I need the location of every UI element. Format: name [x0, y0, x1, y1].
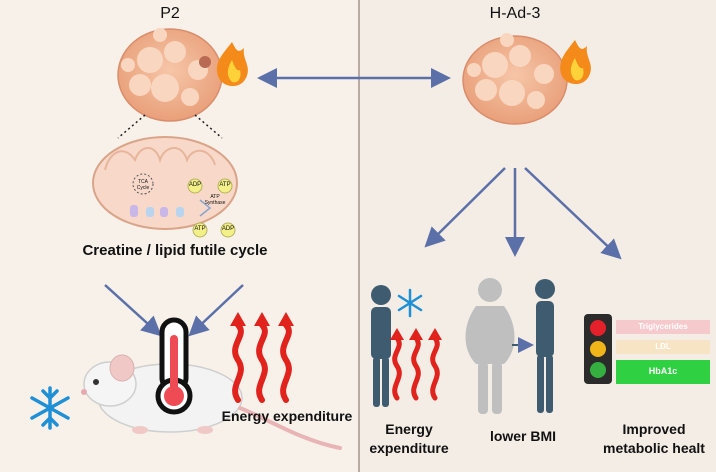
snowflake-icon	[30, 386, 70, 430]
bar-triglycerides	[616, 320, 710, 334]
left-title: P2	[160, 5, 180, 22]
mitochondrion-diagram	[92, 136, 238, 238]
panel-divider	[358, 0, 360, 472]
ldl-label: LDL	[655, 342, 671, 351]
overweight-person-icon	[465, 278, 515, 414]
energy-expenditure-label-right: Energy expenditure	[369, 421, 449, 456]
traffic-light-icon	[584, 314, 612, 384]
mouse-illustration	[81, 354, 342, 450]
fat-cell-right	[462, 33, 568, 125]
triglycerides-label: Triglycerides	[638, 322, 688, 331]
metabolic-health-label: Improved metabolic healt	[603, 421, 705, 456]
lower-bmi-label: lower BMI	[489, 428, 557, 444]
bar-hba1c	[616, 360, 710, 384]
atp-synthase-label: ATP Synthase	[204, 194, 226, 206]
person-icon	[371, 285, 391, 407]
energy-expenditure-label-left: Energy expenditure	[221, 408, 353, 424]
heat-waves-icon	[232, 322, 292, 403]
fat-cell-left	[117, 28, 223, 122]
atp-label: ATP	[219, 182, 231, 188]
adp-label: ADP	[188, 182, 202, 188]
heat-waves-icon	[392, 335, 440, 401]
flame-icon	[216, 42, 248, 87]
thermometer-icon	[155, 317, 193, 415]
bar-ldl	[616, 340, 710, 354]
flame-icon	[560, 40, 591, 85]
adp-label: ADP	[221, 226, 235, 232]
atp-label: ATP	[194, 226, 206, 232]
slim-person-icon	[535, 279, 555, 413]
cycle-label: Creatine / lipid futile cycle	[82, 242, 268, 259]
right-title: H-Ad-3	[489, 5, 541, 22]
tca-label: TCA Cycle	[136, 179, 150, 191]
hba1c-label: HbA1c	[648, 366, 678, 376]
snowflake-icon	[397, 288, 423, 318]
